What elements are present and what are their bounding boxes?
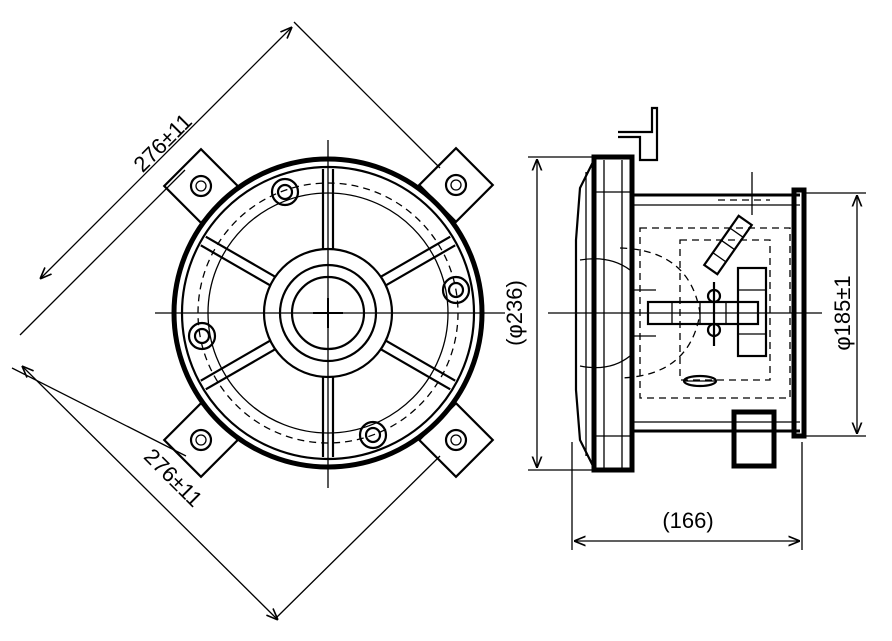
dim-label-outer-diameter: (φ236)	[502, 280, 527, 346]
dimension-outer-diameter	[528, 156, 600, 471]
terminal-box	[731, 409, 777, 469]
dimension-top-diagonal	[19, 21, 441, 336]
side-view	[548, 106, 822, 473]
dim-label-depth: (166)	[662, 508, 713, 533]
mounting-bracket	[618, 106, 659, 162]
grille-face	[574, 159, 596, 469]
dim-label-top-diagonal: 276±11	[129, 109, 197, 177]
dim-label-bottom-diagonal: 276±11	[139, 444, 207, 512]
dimension-depth	[571, 442, 803, 550]
dimension-bottom-diagonal	[11, 366, 441, 620]
dimension-flange-diameter	[806, 192, 866, 437]
internal-components	[619, 172, 791, 399]
front-view	[155, 140, 505, 488]
dim-label-flange-diameter: φ185±1	[830, 275, 855, 350]
